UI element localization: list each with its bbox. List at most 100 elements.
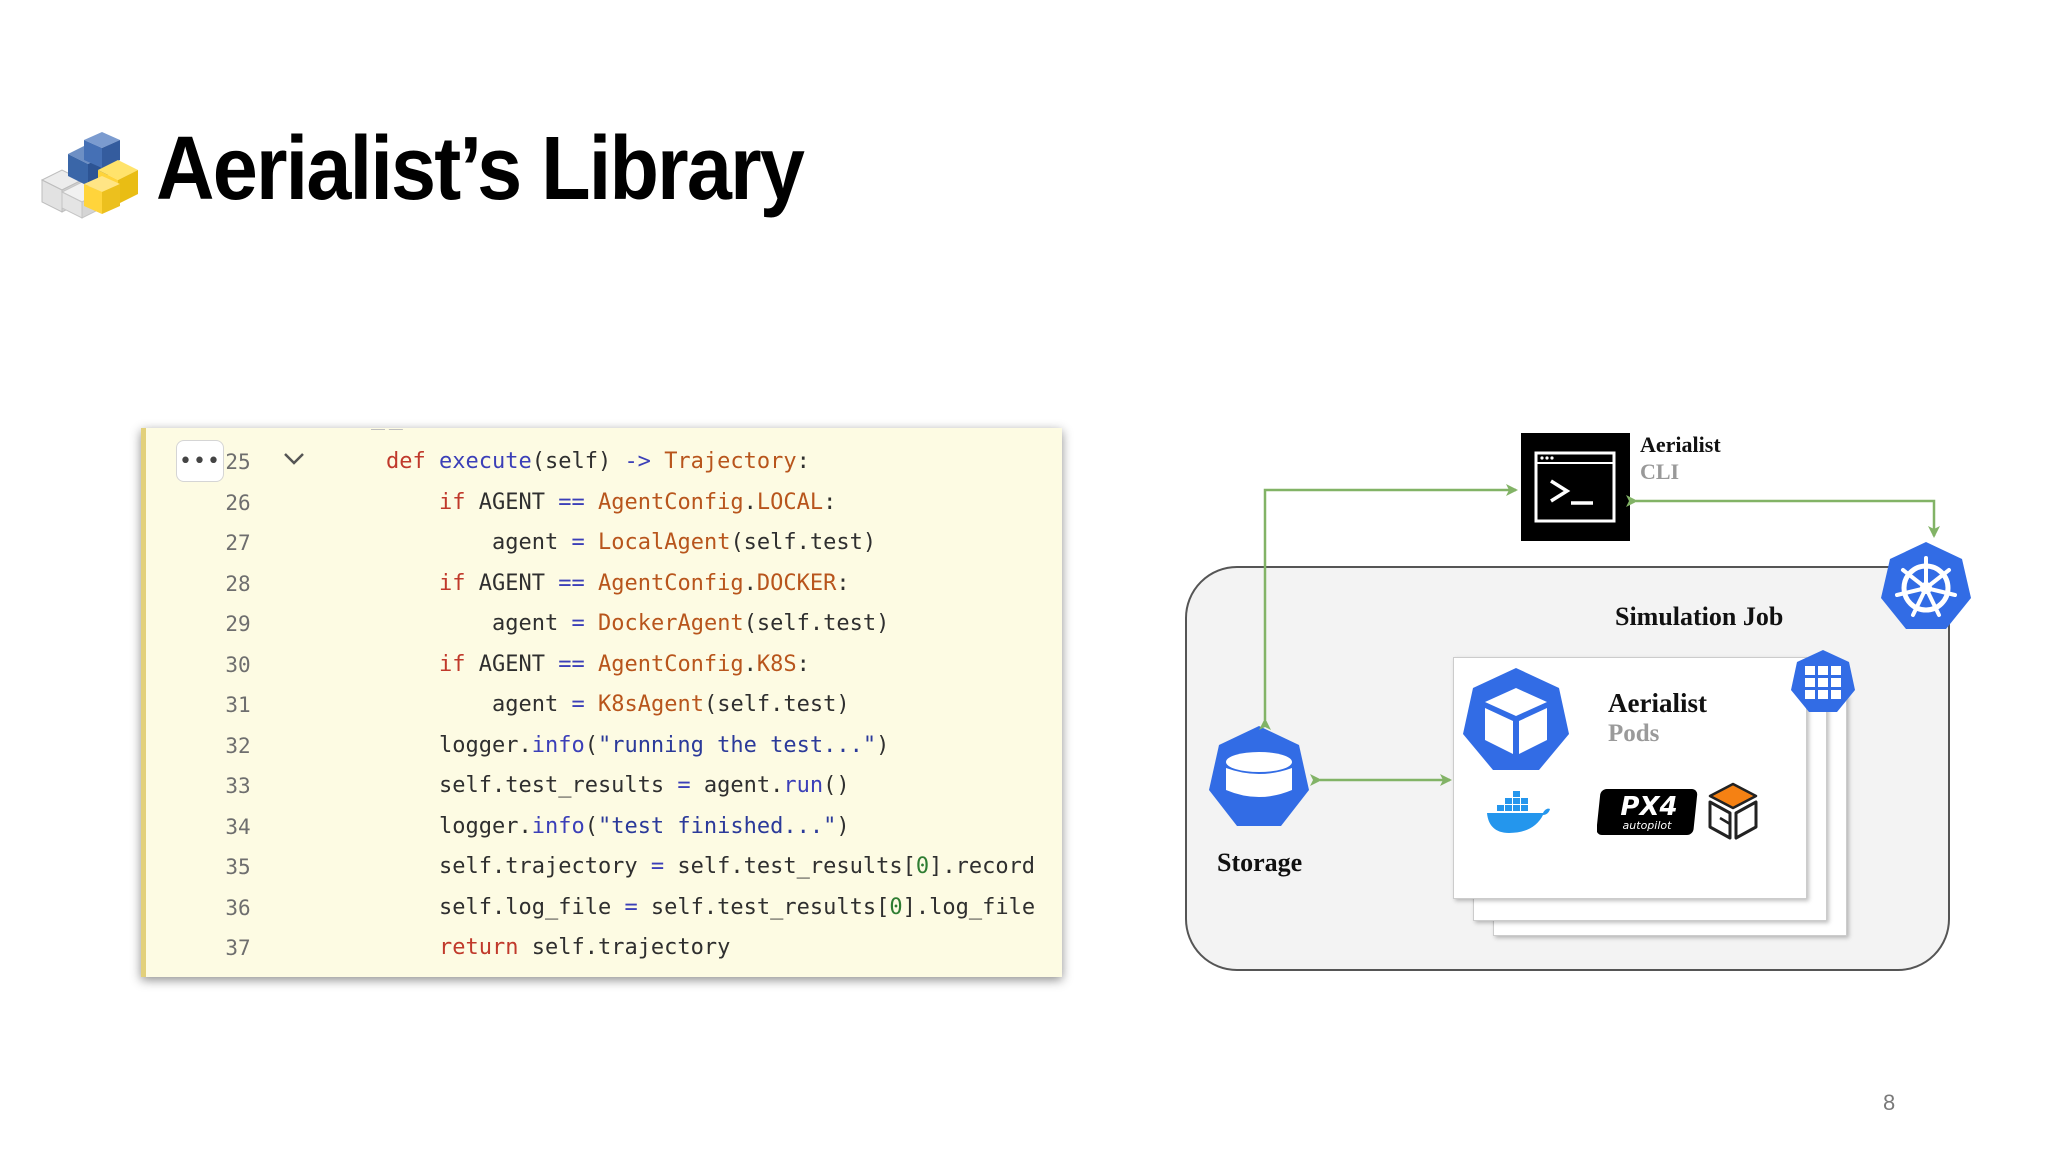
line-number: 36 (225, 895, 251, 920)
code-token: run (783, 773, 824, 798)
code-line: 33 self.test_results = agent.run() (146, 766, 1062, 806)
svg-text:PX4: PX4 (1620, 792, 1677, 822)
code-line: 37 return self.trajectory (146, 928, 1062, 968)
line-number: 26 (225, 490, 251, 515)
code-token: == (558, 489, 585, 515)
code-token: logger. (439, 813, 532, 839)
code-text: self.test_results = agent.run() (439, 766, 850, 806)
code-token: AGENT (465, 651, 559, 677)
code-token: LocalAgent (597, 530, 731, 555)
code-token: def (386, 449, 426, 474)
code-token: : (796, 449, 810, 474)
code-token: ].record (929, 854, 1036, 879)
line-number: 34 (225, 814, 251, 839)
code-token: agent (492, 530, 572, 555)
code-editor-panel: — — ••• 25 def execute(self) -> Trajector… (141, 428, 1062, 977)
code-text: if AGENT == AgentConfig.DOCKER: (439, 564, 850, 604)
code-text: logger.info("running the test...") (439, 726, 889, 766)
scroll-stub: — — (371, 428, 403, 436)
code-token: . (743, 651, 757, 677)
code-token: "test finished..." (597, 813, 837, 839)
code-line: 35 self.trajectory = self.test_results[0]… (146, 847, 1062, 887)
line-number: 31 (225, 693, 251, 717)
code-token: info (531, 813, 585, 839)
code-token: = (624, 894, 638, 920)
code-line: 30 if AGENT == AgentConfig.K8S: (146, 645, 1062, 685)
line-number: 30 (225, 652, 251, 677)
code-token: AgentConfig (597, 651, 744, 677)
more-options-button[interactable]: ••• (176, 440, 224, 482)
code-text: if AGENT == AgentConfig.K8S: (439, 645, 810, 685)
kubernetes-icon (1881, 542, 1971, 629)
line-number: 27 (225, 531, 251, 555)
code-token: if (439, 651, 466, 677)
line-number: 32 (225, 733, 251, 758)
storage-label: Storage (1217, 848, 1303, 877)
code-token: execute (439, 449, 532, 474)
pods-label-name: Aerialist (1608, 688, 1707, 718)
code-token: DOCKER (756, 570, 837, 596)
svg-text:autopilot: autopilot (1623, 819, 1673, 832)
code-token: self.log_file (439, 894, 625, 920)
line-number: 25 (225, 450, 251, 474)
chevron-down-icon[interactable] (282, 450, 306, 468)
code-token (426, 449, 439, 474)
code-line: 25 def execute(self) -> Trajectory: (146, 442, 1062, 482)
code-text: self.trajectory = self.test_results[0].r… (439, 847, 1035, 887)
page-number: 8 (1883, 1090, 1896, 1115)
code-token: AgentConfig (597, 570, 744, 596)
code-token: 0 (915, 854, 930, 879)
code-text: agent = LocalAgent(self.test) (492, 523, 876, 563)
code-token: . (743, 570, 757, 596)
code-text: agent = K8sAgent(self.test) (492, 685, 850, 725)
code-line: 36 self.log_file = self.test_results[0].l… (146, 888, 1062, 928)
code-token (585, 530, 598, 555)
code-token: self.test_results[ (637, 894, 890, 920)
code-token: DockerAgent (597, 611, 744, 636)
storage-icon (1209, 726, 1309, 826)
code-token: ) (876, 732, 890, 758)
python-library-icon (40, 132, 138, 219)
code-line: 29 agent = DockerAgent(self.test) (146, 604, 1062, 644)
line-number: 35 (225, 855, 251, 879)
code-token: == (558, 570, 585, 596)
code-token: = (677, 773, 691, 798)
code-text: return self.trajectory (439, 928, 730, 968)
code-token: AgentConfig (597, 489, 744, 515)
code-token: self.test_results[ (664, 854, 916, 879)
code-token: self.trajectory (439, 854, 651, 879)
code-token: info (531, 732, 585, 758)
line-number: 29 (225, 612, 251, 636)
code-token: : (836, 570, 850, 596)
code-token (585, 692, 598, 717)
docker-icon (1487, 791, 1550, 833)
code-token: self.trajectory (518, 935, 731, 960)
code-token (585, 571, 598, 596)
code-token: (self) (531, 449, 625, 474)
arrow-cli-to-k8s (1626, 495, 1940, 538)
code-token: AGENT (465, 489, 559, 515)
code-token: : (823, 489, 837, 515)
pods-label-type: Pods (1608, 720, 1660, 747)
terminal-icon (1521, 433, 1630, 541)
line-number: 33 (225, 774, 251, 798)
code-text: def execute(self) -> Trajectory: (386, 442, 810, 482)
code-token: if (439, 489, 466, 515)
code-token: (self.test) (703, 692, 850, 717)
code-text: agent = DockerAgent(self.test) (492, 604, 889, 644)
simulation-job-label: Simulation Job (1615, 602, 1784, 631)
code-token: AGENT (465, 570, 559, 596)
code-token: : (796, 651, 810, 677)
code-token: agent (492, 692, 572, 717)
code-token: () (823, 773, 850, 798)
code-text: self.log_file = self.test_results[0].log… (439, 888, 1035, 928)
code-token: ) (836, 813, 850, 839)
code-token: Trajectory (664, 449, 797, 474)
code-token: ( (584, 732, 598, 758)
line-number: 37 (225, 936, 251, 960)
code-token: -> (624, 449, 651, 474)
gazebo-icon (1708, 782, 1758, 840)
code-token: ].log_file (902, 894, 1036, 920)
